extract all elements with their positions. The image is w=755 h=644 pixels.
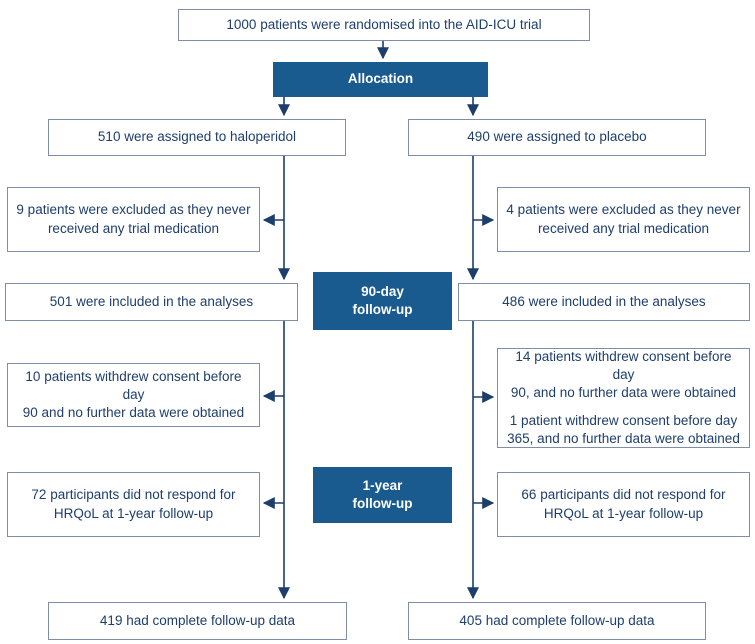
haloperidol-no-hrqol-box: 72 participants did not respond for HRQo… — [7, 472, 260, 537]
haloperidol-excluded-box: 9 patients were excluded as they never r… — [7, 187, 260, 252]
haloperidol-complete-box: 419 had complete follow-up data — [48, 602, 347, 640]
allocation-stage-label: Allocation — [273, 62, 488, 97]
day90-stage-label: 90-day follow-up — [313, 272, 452, 330]
placebo-assigned-box: 490 were assigned to placebo — [408, 119, 706, 156]
placebo-withdrew-day365-text: 1 patient withdrew consent before day 36… — [507, 412, 740, 446]
haloperidol-assigned-box: 510 were assigned to haloperidol — [48, 119, 346, 156]
placebo-withdrew-box: 14 patients withdrew consent before day … — [497, 348, 750, 448]
placebo-withdrew-day90-text: 14 patients withdrew consent before day … — [510, 348, 737, 401]
placebo-complete-box: 405 had complete follow-up data — [408, 602, 706, 640]
randomised-box: 1000 patients were randomised into the A… — [178, 9, 590, 41]
haloperidol-withdrew-box: 10 patients withdrew consent before day … — [7, 363, 260, 427]
haloperidol-analysed-box: 501 were included in the analyses — [5, 283, 298, 321]
placebo-no-hrqol-box: 66 participants did not respond for HRQo… — [497, 472, 750, 537]
year1-stage-label: 1-year follow-up — [313, 467, 452, 523]
placebo-analysed-box: 486 were included in the analyses — [458, 283, 750, 321]
placebo-excluded-box: 4 patients were excluded as they never r… — [497, 187, 750, 252]
